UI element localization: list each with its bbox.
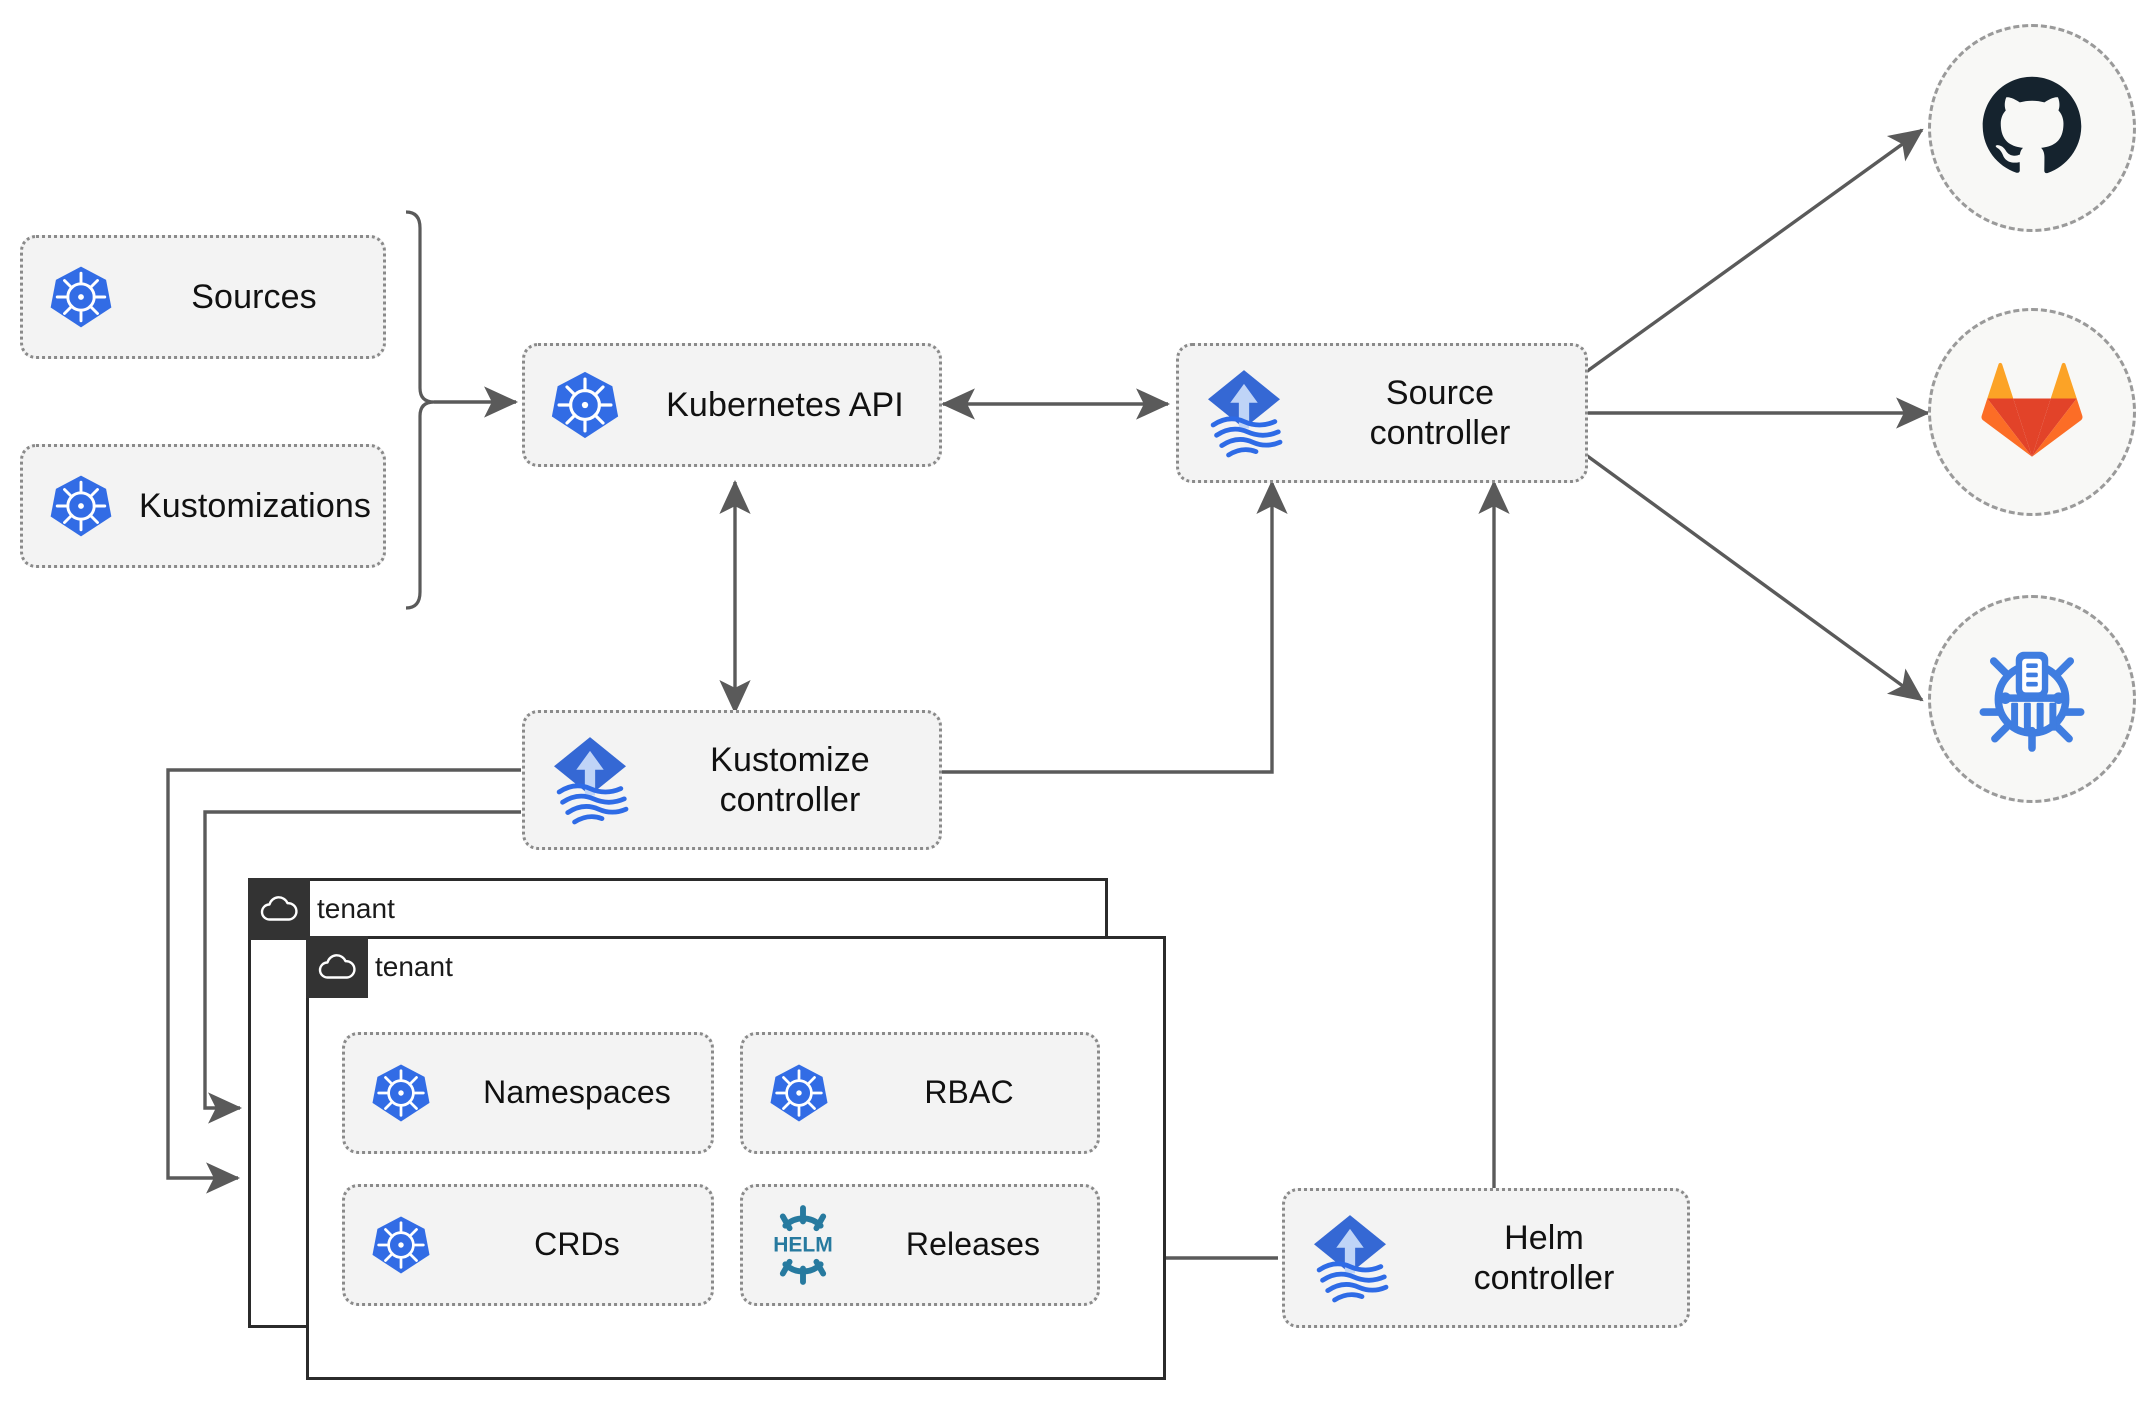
svg-text:HELM: HELM bbox=[773, 1234, 833, 1257]
node-source-controller[interactable]: Source controller bbox=[1176, 343, 1588, 483]
provider-github[interactable] bbox=[1928, 24, 2136, 232]
node-helm-controller[interactable]: Helm controller bbox=[1282, 1188, 1690, 1328]
helm-icon: HELM bbox=[743, 1203, 863, 1287]
node-kubernetes-api[interactable]: Kubernetes API bbox=[522, 343, 942, 467]
node-namespaces[interactable]: Namespaces bbox=[342, 1032, 714, 1154]
tenant-label-back: tenant bbox=[317, 893, 395, 924]
node-label: Namespaces bbox=[483, 1074, 671, 1111]
node-label: Kustomize controller bbox=[655, 740, 939, 820]
node-crds[interactable]: CRDs bbox=[342, 1184, 714, 1306]
node-kustomizations[interactable]: Kustomizations bbox=[20, 444, 386, 568]
node-label: Releases bbox=[905, 1226, 1041, 1263]
node-label: Sources bbox=[191, 277, 317, 316]
provider-gitlab[interactable] bbox=[1928, 308, 2136, 516]
node-label: Source controller bbox=[1309, 373, 1585, 453]
provider-helm-repository[interactable] bbox=[1928, 595, 2136, 803]
kubernetes-icon bbox=[23, 264, 139, 330]
node-label-line1: Helm bbox=[1504, 1218, 1584, 1257]
node-label: Helm controller bbox=[1415, 1218, 1687, 1298]
cloud-icon bbox=[306, 936, 368, 998]
kubernetes-icon bbox=[23, 473, 139, 539]
cloud-icon bbox=[248, 878, 310, 940]
kubernetes-icon bbox=[345, 1062, 457, 1124]
helm-repository-icon bbox=[1974, 639, 2090, 760]
github-icon bbox=[1976, 70, 2088, 187]
tenant-tab-front bbox=[306, 936, 368, 998]
flux-icon bbox=[525, 732, 655, 828]
node-label: Kustomizations bbox=[139, 486, 371, 525]
tenant-group-front: tenant bbox=[306, 936, 1166, 1380]
node-label-line2: controller bbox=[1473, 1259, 1615, 1297]
gitlab-icon bbox=[1980, 360, 2084, 465]
node-label: RBAC bbox=[924, 1074, 1014, 1111]
tenant-label-front: tenant bbox=[375, 951, 453, 982]
node-rbac[interactable]: RBAC bbox=[740, 1032, 1100, 1154]
node-label-line2: controller bbox=[719, 781, 861, 819]
node-label-line1: Source bbox=[1385, 373, 1495, 412]
kubernetes-icon bbox=[743, 1062, 855, 1124]
node-label: Kubernetes API bbox=[666, 385, 904, 424]
node-releases[interactable]: HELM Releases bbox=[740, 1184, 1100, 1306]
kubernetes-icon bbox=[345, 1214, 457, 1276]
tenant-tab-back bbox=[248, 878, 310, 940]
node-label: CRDs bbox=[534, 1226, 620, 1263]
kubernetes-icon bbox=[525, 369, 645, 441]
node-sources[interactable]: Sources bbox=[20, 235, 386, 359]
flux-icon bbox=[1179, 365, 1309, 461]
node-kustomize-controller[interactable]: Kustomize controller bbox=[522, 710, 942, 850]
node-label-line2: controller bbox=[1369, 414, 1511, 452]
node-label-line1: Kustomize bbox=[710, 740, 870, 779]
flux-icon bbox=[1285, 1210, 1415, 1306]
